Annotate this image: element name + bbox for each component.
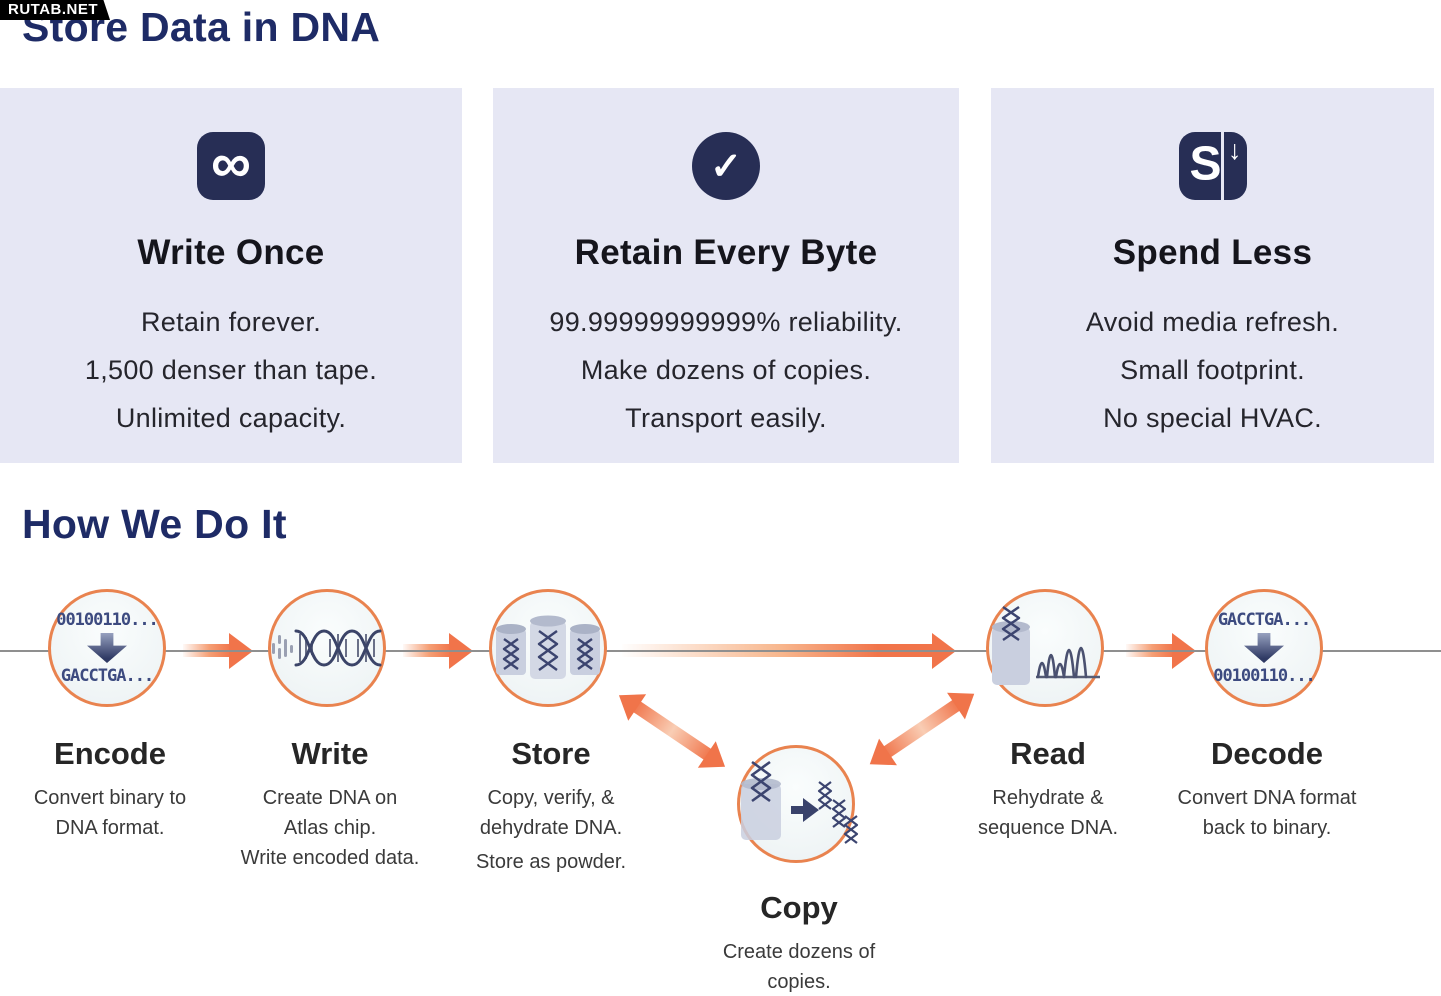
- step-sub: sequence DNA.: [977, 817, 1119, 839]
- card-retain-every-byte: ✓ Retain Every Byte 99.99999999999% reli…: [493, 88, 959, 463]
- card-title: Spend Less: [1112, 233, 1313, 272]
- step-title: Read: [1010, 736, 1086, 771]
- check-icon: ✓: [692, 132, 760, 200]
- binary-text: 00100110...: [56, 610, 159, 630]
- write-label: Write Create DNA on Atlas chip. Write en…: [220, 736, 440, 873]
- encode-circle: 00100110... GACCTGA...: [48, 589, 166, 707]
- sequence-icon: [992, 606, 1100, 685]
- flow-baseline: [0, 650, 1441, 652]
- card-line: Transport easily.: [625, 403, 827, 433]
- step-sub: Convert DNA format: [1177, 787, 1357, 809]
- step-sub: DNA format.: [55, 817, 165, 839]
- step-title: Copy: [760, 890, 838, 925]
- infinity-icon: ∞: [197, 132, 265, 200]
- step-title: Write: [291, 736, 369, 771]
- icon-divider: [1220, 132, 1224, 200]
- copy-circle: [737, 745, 859, 863]
- section-title-how: How We Do It: [22, 501, 287, 547]
- card-line: Make dozens of copies.: [580, 355, 872, 385]
- card-line: Retain forever.: [140, 307, 322, 337]
- store-label: Store Copy, verify, & dehydrate DNA. Sto…: [441, 736, 661, 877]
- card-line: Small footprint.: [1120, 355, 1305, 385]
- step-title: Encode: [54, 736, 166, 771]
- card-spend-less: S ↓ Spend Less Avoid media refresh. Smal…: [991, 88, 1434, 463]
- card-line: Avoid media refresh.: [1085, 307, 1340, 337]
- step-sub: Store as powder.: [475, 851, 627, 873]
- card-line: 99.99999999999% reliability.: [549, 307, 903, 337]
- encode-label: Encode Convert binary to DNA format.: [0, 736, 220, 843]
- down-arrow-icon: [1244, 633, 1284, 663]
- dollar-glyph: S: [1189, 137, 1222, 191]
- card-body: 99.99999999999% reliability. Make dozens…: [493, 298, 959, 442]
- binary-text: 00100110...: [1213, 666, 1316, 686]
- step-title: Decode: [1211, 736, 1323, 771]
- decode-circle: GACCTGA... 00100110...: [1205, 589, 1323, 707]
- copy-label: Copy Create dozens of copies.: [689, 890, 909, 996]
- card-body: Retain forever. 1,500 denser than tape. …: [0, 298, 462, 442]
- card-title: Retain Every Byte: [574, 233, 878, 272]
- step-sub: Write encoded data.: [240, 847, 420, 869]
- read-circle: [986, 589, 1104, 707]
- step-sub: Atlas chip.: [283, 817, 377, 839]
- canisters-icon: [496, 615, 600, 679]
- card-line: No special HVAC.: [1103, 403, 1322, 433]
- dna-text: GACCTGA...: [1217, 610, 1311, 630]
- dollar-down-icon: S ↓: [1178, 132, 1247, 200]
- copy-dna-icon: [741, 760, 859, 844]
- card-write-once: ∞ Write Once Retain forever. 1,500 dense…: [0, 88, 462, 463]
- step-sub: Rehydrate &: [992, 787, 1104, 809]
- step-sub: Create dozens of: [722, 941, 876, 963]
- card-body: Avoid media refresh. Small footprint. No…: [991, 298, 1434, 442]
- step-sub: copies.: [767, 971, 831, 993]
- check-glyph: ✓: [710, 145, 742, 188]
- down-arrow-icon: [87, 633, 127, 663]
- card-line: Unlimited capacity.: [115, 403, 347, 433]
- card-line: 1,500 denser than tape.: [84, 355, 378, 385]
- infinity-glyph: ∞: [211, 131, 251, 194]
- read-label: Read Rehydrate & sequence DNA.: [938, 736, 1158, 843]
- watermark-badge: RUTAB.NET: [0, 0, 111, 20]
- store-circle: [489, 589, 607, 707]
- step-sub: Create DNA on: [262, 787, 398, 809]
- card-title: Write Once: [137, 233, 325, 272]
- dna-helix-icon: [272, 629, 382, 667]
- step-title: Store: [511, 736, 591, 771]
- decode-label: Decode Convert DNA format back to binary…: [1157, 736, 1377, 843]
- step-sub: Copy, verify, &: [487, 787, 615, 809]
- dna-text: GACCTGA...: [60, 666, 154, 686]
- step-sub: back to binary.: [1202, 817, 1332, 839]
- down-arrow-glyph: ↓: [1228, 135, 1242, 165]
- step-sub: Convert binary to: [33, 787, 187, 809]
- write-circle: [268, 589, 386, 707]
- step-sub: dehydrate DNA.: [479, 817, 623, 839]
